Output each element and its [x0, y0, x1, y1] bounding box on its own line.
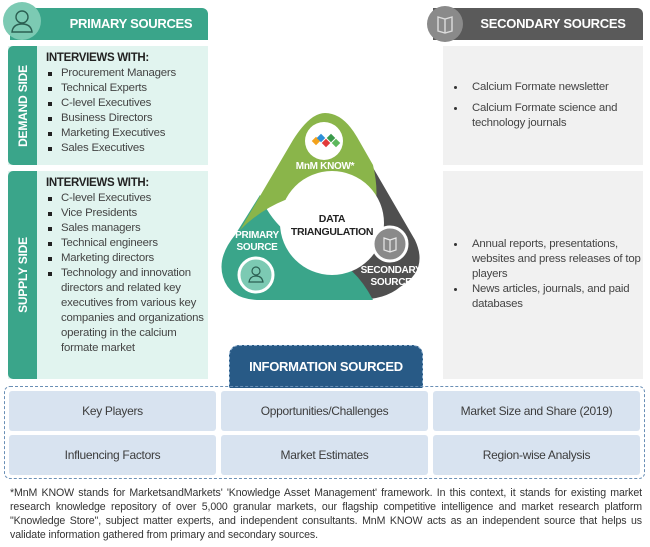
list-item: Vice Presidents [46, 206, 206, 221]
data-triangulation-label: DATA TRIANGULATION [277, 213, 387, 239]
supply-list: C-level Executives Vice Presidents Sales… [46, 191, 206, 356]
list-item: Procurement Managers [46, 66, 206, 81]
list-item: Marketing directors [46, 251, 206, 266]
list-item: Technical Experts [46, 81, 206, 96]
info-cell: Opportunities/Challenges [221, 391, 428, 431]
primary-sources-header: PRIMARY SOURCES [10, 8, 208, 40]
secondary-label-line1: SECONDARY [360, 265, 422, 276]
secondary-box-publications: Calcium Formate newsletter Calcium Forma… [443, 46, 643, 165]
supply-heading: INTERVIEWS WITH: [46, 177, 149, 189]
person-icon [3, 2, 41, 40]
mnm-logo-icon [311, 133, 341, 148]
demand-heading: INTERVIEWS WITH: [46, 52, 149, 64]
demand-list: Procurement Managers Technical Experts C… [46, 66, 206, 156]
information-sourced-box: Key Players Opportunities/Challenges Mar… [4, 386, 645, 479]
center-label-line2: TRIANGULATION [290, 226, 374, 238]
center-label-line1: DATA [318, 213, 346, 225]
person-icon [248, 266, 264, 283]
list-item: Technical engineers [46, 236, 206, 251]
info-cell: Key Players [9, 391, 216, 431]
demand-side-label: DEMAND SIDE [15, 64, 30, 147]
triangulation-shape [221, 113, 420, 300]
information-sourced-header: INFORMATION SOURCED [229, 345, 423, 388]
primary-source-label: PRIMARY SOURCE [227, 230, 287, 254]
secondary-box-reports: Annual reports, presentations, websites … [443, 171, 643, 379]
supply-side-tab: SUPPLY SIDE [8, 171, 37, 379]
info-cell: Region-wise Analysis [433, 435, 640, 475]
information-sourced-title: INFORMATION SOURCED [249, 359, 403, 374]
demand-side-box: DEMAND SIDE INTERVIEWS WITH: Procurement… [8, 46, 208, 165]
secondary-list-1: Calcium Formate newsletter Calcium Forma… [443, 80, 643, 131]
list-item: Sales managers [46, 221, 206, 236]
list-item: Business Directors [46, 111, 206, 126]
secondary-source-label: SECONDARY SOURCE [355, 265, 427, 289]
list-item: News articles, journals, and paid databa… [443, 282, 643, 312]
info-cell: Market Estimates [221, 435, 428, 475]
mnm-know-label: MnM KNOW* [295, 161, 355, 172]
list-item: Annual reports, presentations, websites … [443, 237, 643, 282]
info-cell: Market Size and Share (2019) [433, 391, 640, 431]
supply-side-label: SUPPLY SIDE [15, 237, 30, 313]
book-icon [383, 237, 397, 253]
primary-label-line1: PRIMARY [235, 230, 279, 241]
info-cell: Influencing Factors [9, 435, 216, 475]
list-item: Calcium Formate newsletter [443, 80, 643, 95]
demand-side-tab: DEMAND SIDE [8, 46, 37, 165]
secondary-list-2: Annual reports, presentations, websites … [443, 237, 643, 312]
list-item: Marketing Executives [46, 126, 206, 141]
data-triangulation-diagram: MnM KNOW* DATA TRIANGULATION PRIMARY SOU… [215, 105, 435, 305]
footnote: *MnM KNOW stands for MarketsandMarkets' … [10, 487, 642, 541]
supply-side-box: SUPPLY SIDE INTERVIEWS WITH: C-level Exe… [8, 171, 208, 379]
primary-sources-title: PRIMARY SOURCES [69, 16, 193, 31]
list-item: Technology and innovation directors and … [46, 266, 206, 356]
secondary-label-line2: SOURCE [370, 277, 412, 288]
secondary-sources-header: SECONDARY SOURCES [433, 8, 643, 40]
book-icon [427, 6, 463, 42]
list-item: C-level Executives [46, 191, 206, 206]
primary-label-line2: SOURCE [236, 242, 278, 253]
center-circle [280, 171, 384, 275]
list-item: C-level Executives [46, 96, 206, 111]
list-item: Calcium Formate science and technology j… [443, 101, 643, 131]
list-item: Sales Executives [46, 141, 206, 156]
secondary-sources-title: SECONDARY SOURCES [480, 16, 626, 31]
